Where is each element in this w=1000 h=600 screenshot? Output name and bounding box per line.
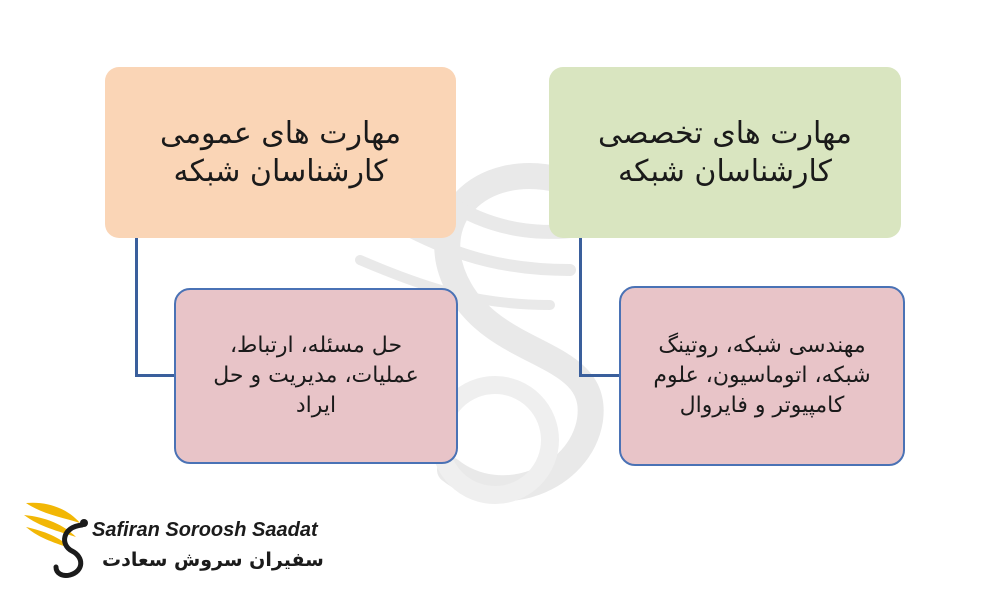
general-skills-header-text: مهارت های عمومی کارشناسان شبکه [159,115,402,189]
specialized-skills-header-text: مهارت های تخصصی کارشناسان شبکه [597,115,853,189]
general-skills-detail-text: حل مسئله، ارتباط، عملیات، مدیریت و حل ای… [213,333,419,418]
general-skills-detail: حل مسئله، ارتباط، عملیات، مدیریت و حل ای… [174,288,458,464]
connector-left-vertical [135,238,138,377]
general-skills-header: مهارت های عمومی کارشناسان شبکه [105,67,456,238]
wing-emblem-icon [24,502,88,578]
connector-right-vertical [579,238,582,377]
specialized-skills-header: مهارت های تخصصی کارشناسان شبکه [549,67,901,238]
connector-right-horizontal [579,374,620,377]
specialized-skills-detail-text: مهندسی شبکه، روتینگ شبکه، اتوماسیون، علو… [653,333,871,418]
specialized-skills-detail: مهندسی شبکه، روتینگ شبکه، اتوماسیون، علو… [619,286,905,466]
connector-left-horizontal [135,374,175,377]
logo-english-name: Safiran Soroosh Saadat [92,519,318,541]
logo-persian-name: سفیران سروش سعادت [102,549,324,571]
company-logo: Safiran Soroosh Saadat سفیران سروش سعادت [22,495,324,585]
